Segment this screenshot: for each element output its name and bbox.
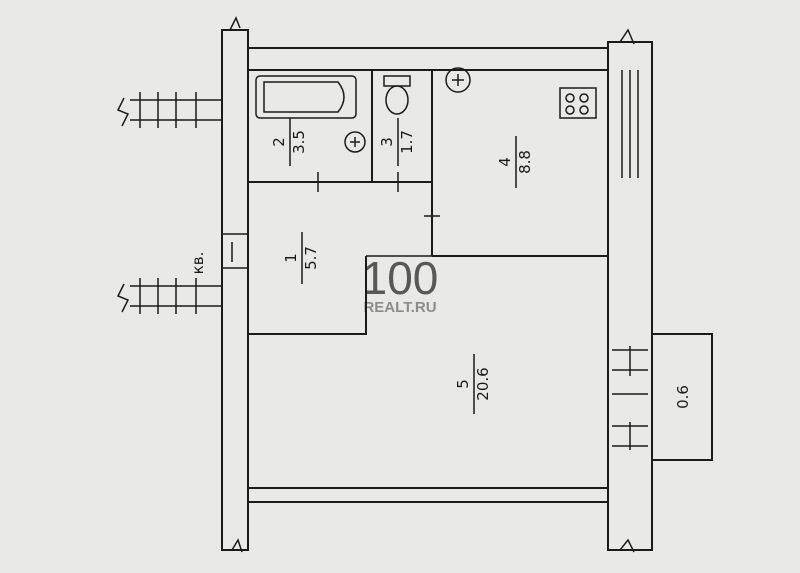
bottom-wall bbox=[247, 487, 609, 503]
room-number-5: 5 bbox=[454, 379, 472, 389]
room-area-3: 1.7 bbox=[398, 130, 416, 154]
apartment-label: кв. bbox=[189, 252, 207, 275]
room-label-1: 1 5.7 bbox=[282, 232, 320, 284]
room-area-2: 3.5 bbox=[290, 130, 308, 154]
room-number-4: 4 bbox=[496, 157, 514, 167]
exterior-walls bbox=[221, 16, 653, 553]
room-area-4: 8.8 bbox=[516, 150, 534, 174]
right-wall-break-mark bbox=[619, 28, 635, 553]
room-number-2: 2 bbox=[270, 137, 288, 147]
top-wall bbox=[247, 47, 609, 71]
stove-icon bbox=[559, 87, 597, 119]
balcony-area-label: 0.6 bbox=[674, 385, 692, 409]
sink-icon bbox=[344, 131, 366, 153]
left-adjoining-walls bbox=[116, 92, 248, 314]
room-label-2: 2 3.5 bbox=[270, 118, 308, 166]
bathtub-icon bbox=[255, 75, 357, 119]
room-number-3: 3 bbox=[378, 137, 396, 147]
room-label-4: 4 8.8 bbox=[496, 136, 534, 188]
right-exterior-wall bbox=[607, 41, 653, 551]
watermark-site: REALT.RU bbox=[363, 299, 436, 316]
room-label-5: 5 20.6 bbox=[454, 354, 492, 414]
watermark: 100 REALT.RU bbox=[362, 252, 439, 316]
right-window bbox=[621, 70, 639, 178]
left-wall-break-mark bbox=[229, 16, 243, 553]
interior-partitions bbox=[248, 70, 608, 335]
room-number-1: 1 bbox=[282, 253, 300, 263]
left-exterior-wall bbox=[221, 29, 249, 551]
balcony-outline bbox=[651, 333, 713, 461]
room-area-1: 5.7 bbox=[302, 246, 320, 270]
room-label-3: 3 1.7 bbox=[378, 118, 416, 166]
kitchen-sink-icon bbox=[445, 67, 471, 93]
balcony bbox=[612, 333, 713, 461]
watermark-number: 100 bbox=[362, 252, 439, 304]
toilet-icon bbox=[383, 75, 411, 115]
room-area-5: 20.6 bbox=[474, 367, 492, 400]
